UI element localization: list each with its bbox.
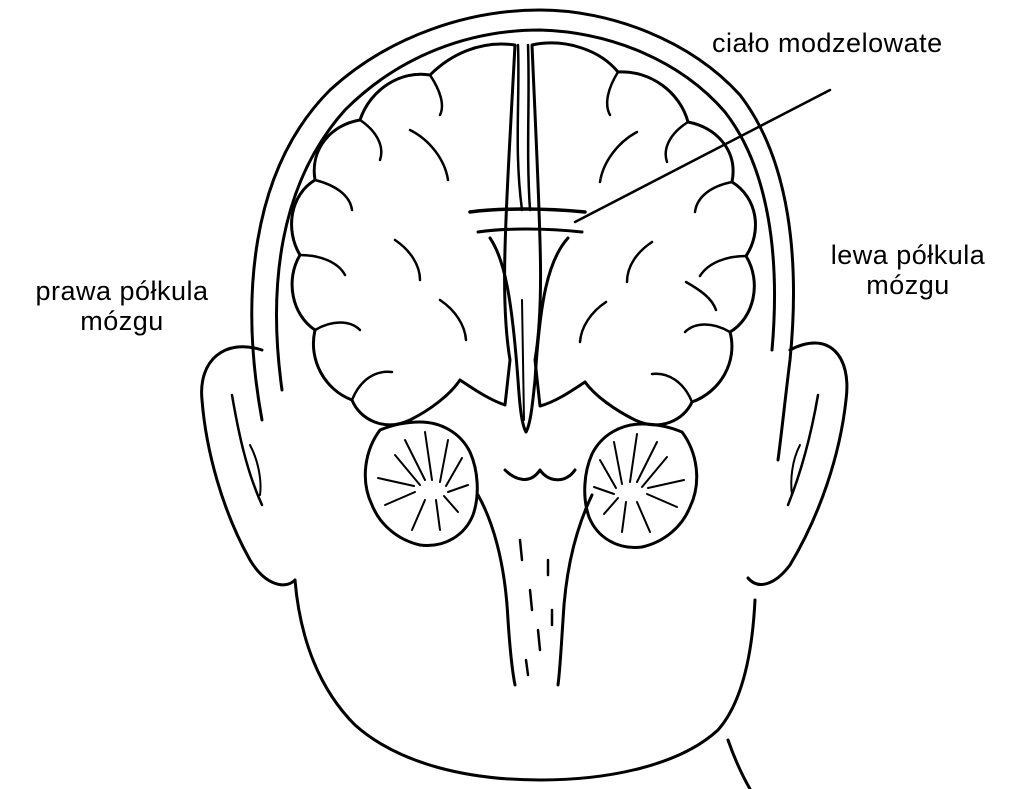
left-hemisphere-label-line1: lewa półkula — [808, 240, 1008, 270]
right-cerebellum — [365, 422, 477, 545]
corpus-callosum-label: ciało modzelowate — [712, 28, 943, 58]
right-hemisphere-label-line1: prawa półkula — [8, 276, 236, 306]
left-hemisphere-label: lewa półkula mózgu — [808, 240, 1008, 300]
corpus-callosum-leader-line — [575, 90, 830, 222]
corpus-callosum — [470, 209, 585, 212]
left-cerebellum — [585, 424, 697, 547]
left-hemisphere-label-line2: mózgu — [808, 270, 1008, 300]
brainstem — [478, 495, 515, 685]
left-ear — [748, 343, 847, 584]
left-hemisphere-outline — [532, 43, 755, 425]
right-hemisphere-label-line2: mózgu — [8, 306, 236, 336]
corpus-callosum-label-text: ciało modzelowate — [712, 28, 943, 58]
right-hemisphere-outline — [292, 44, 515, 425]
longitudinal-fissure — [518, 45, 522, 210]
face-outline — [295, 580, 755, 780]
neck-line — [728, 740, 750, 789]
right-hemisphere-label: prawa półkula mózgu — [8, 276, 236, 336]
